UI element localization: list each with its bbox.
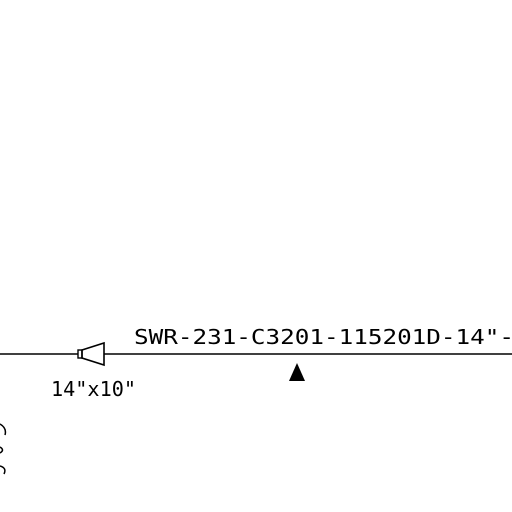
reducer-size-label: 14"x10" xyxy=(51,377,136,401)
line-number-label: SWR-231-C3201-115201D-14"- xyxy=(134,325,512,349)
partial-valve-icon xyxy=(0,423,7,475)
flow-direction-arrow-icon xyxy=(289,363,305,381)
concentric-reducer-icon xyxy=(77,341,105,367)
